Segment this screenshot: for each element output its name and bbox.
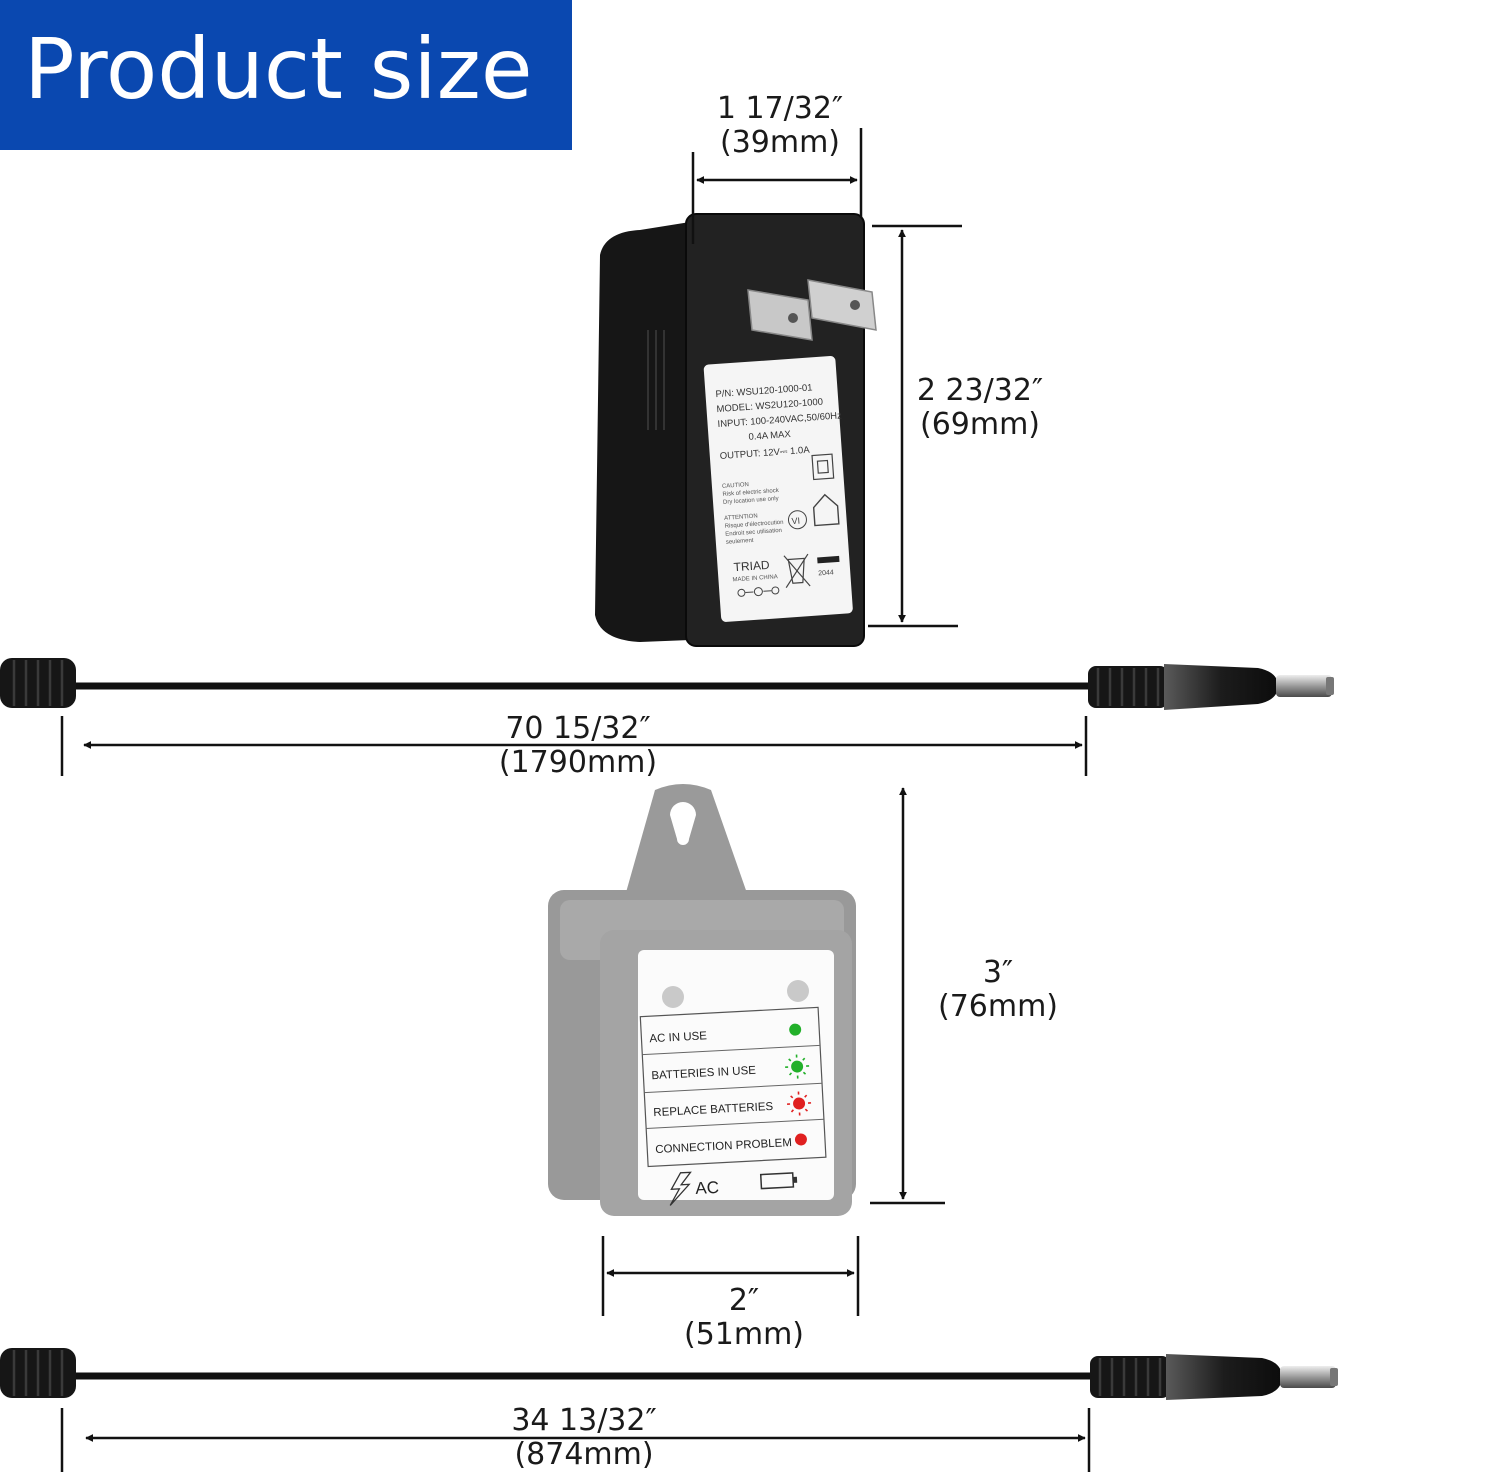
adapter-width-inch: 1 17/32″: [716, 91, 844, 126]
indicator-batteries-in-use: BATTERIES IN USE: [651, 1065, 756, 1082]
attention-line-2: Endroit sec utilisation: [725, 528, 782, 538]
made-in: MADE IN CHINA: [732, 574, 778, 583]
box-height-dimension: [870, 787, 945, 1205]
box-width-dimension: [601, 1236, 860, 1316]
caution-title: CAUTION: [722, 482, 749, 490]
power-adapter: P/N: WSU120-1000-01 MODEL: WS2U120-1000 …: [595, 213, 877, 647]
adapter-spec-label: P/N: WSU120-1000-01 MODEL: WS2U120-1000 …: [703, 356, 853, 622]
box-width-inch: 2″: [728, 1283, 760, 1318]
title-banner: Product size: [0, 0, 572, 150]
adapter-cord-dimension: [60, 716, 1088, 776]
dc-plug: [1088, 664, 1334, 710]
box-cord-mm: (874mm): [514, 1437, 654, 1472]
box-cable: [0, 1348, 1338, 1400]
led-replace-batteries: [787, 1091, 812, 1116]
attention-title: ATTENTION: [724, 513, 758, 521]
adapter-height-mm: (69mm): [919, 407, 1041, 442]
adapter-width-label: 1 17/32″ (39mm): [700, 92, 860, 160]
box-width-label: 2″ (51mm): [664, 1284, 824, 1352]
indicator-ac-in-use: AC IN USE: [649, 1030, 707, 1045]
house-icon: [812, 493, 840, 527]
caution-line-2: Dry location use only: [723, 496, 779, 506]
polarity-icon: [737, 586, 780, 597]
vi-mark: VI: [791, 516, 800, 527]
battery-icon: [759, 1172, 798, 1190]
caution-line-1: Risk of electric shock: [722, 488, 780, 498]
date-code: 2044: [818, 569, 834, 577]
attention-line-3: seulement: [726, 538, 754, 546]
adapter-cord-label: 70 15/32″ (1790mm): [478, 712, 678, 780]
indicator-panel: AC IN USE BATTERIES IN USE REPLACE BATTE…: [639, 1006, 827, 1206]
adapter-width-dimension: [691, 128, 863, 244]
box-height-inch: 3″: [982, 955, 1014, 990]
battery-backup-box: AC IN USE BATTERIES IN USE REPLACE BATTE…: [548, 784, 856, 1216]
adapter-width-mm: (39mm): [719, 125, 841, 160]
adapter-height-label: 2 23/32″ (69mm): [900, 374, 1060, 442]
lightning-icon: [669, 1171, 692, 1206]
ac-text: AC: [695, 1178, 720, 1198]
weee-bin-icon: [783, 553, 811, 589]
banner-title: Product size: [24, 20, 533, 118]
box-height-mm: (76mm): [937, 989, 1059, 1024]
adapter-prongs: [747, 279, 877, 341]
double-square-icon: [811, 453, 835, 481]
adapter-cable: [0, 658, 1334, 710]
brand-name: TRIAD: [733, 558, 770, 575]
strain-relief-left: [0, 658, 76, 708]
box-cord-dimension: [60, 1408, 1091, 1472]
strain-relief-left-2: [0, 1348, 76, 1398]
adapter-grip-ridges: [647, 330, 665, 430]
led-connection-problem: [794, 1133, 807, 1146]
label-line-max: 0.4A MAX: [748, 429, 792, 443]
led-batteries-in-use: [785, 1054, 810, 1079]
box-width-mm: (51mm): [683, 1317, 805, 1352]
adapter-cord-inch: 70 15/32″: [505, 711, 651, 746]
adapter-height-dimension: [868, 224, 962, 628]
box-cord-label: 34 13/32″ (874mm): [484, 1404, 684, 1472]
box-height-label: 3″ (76mm): [918, 956, 1078, 1024]
dc-plug-2: [1090, 1354, 1338, 1400]
adapter-cord-mm: (1790mm): [498, 745, 658, 780]
led-ac-in-use: [789, 1023, 802, 1036]
adapter-height-inch: 2 23/32″: [916, 373, 1044, 408]
attention-line-1: Risque d'électrocution: [725, 520, 784, 530]
keyhole-mount: [670, 802, 696, 845]
box-cord-inch: 34 13/32″: [511, 1403, 657, 1438]
